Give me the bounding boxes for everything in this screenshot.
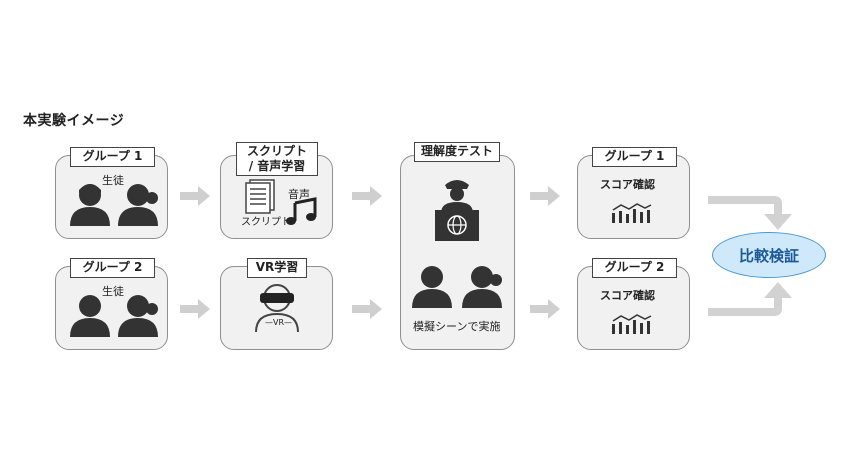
result1-box	[577, 155, 690, 239]
arrow-right-icon	[352, 186, 382, 206]
group1-label: グループ 1	[70, 147, 155, 167]
script-audio-label-line1: スクリプト	[246, 144, 307, 158]
student-female-icon	[118, 295, 158, 337]
student-female-icon	[462, 266, 502, 308]
vr-label: VR学習	[247, 258, 307, 278]
music-note-icon	[286, 197, 317, 225]
group2-label: グループ 2	[70, 258, 155, 278]
student-male-icon	[70, 295, 110, 337]
script-audio-label: スクリプト / 音声学習	[236, 142, 318, 176]
bar-chart-icon	[612, 203, 652, 223]
vr-goggle-text: —VR—	[265, 318, 293, 327]
result2-caption: スコア確認	[600, 289, 655, 302]
arrow-right-icon	[352, 299, 382, 319]
arrow-right-icon	[530, 299, 560, 319]
bent-arrow-down-icon	[708, 196, 792, 230]
group1-caption: 生徒	[102, 174, 124, 187]
script-audio-label-line2: / 音声学習	[248, 159, 306, 173]
test-box	[400, 155, 515, 350]
arrow-right-icon	[530, 186, 560, 206]
bent-arrow-up-icon	[708, 282, 792, 316]
result1-caption: スコア確認	[600, 178, 655, 191]
comparison-label: 比較検証	[738, 246, 799, 265]
examiner-podium-icon	[435, 180, 479, 241]
student-male-icon	[70, 184, 110, 226]
result2-box	[577, 266, 690, 350]
arrow-right-icon	[180, 186, 210, 206]
test-label: 理解度テスト	[414, 142, 500, 162]
vr-box	[220, 266, 333, 350]
result1-label: グループ 1	[592, 147, 677, 167]
script-caption: スクリプト	[241, 217, 291, 228]
vr-headset-user-icon	[255, 284, 299, 333]
comparison-ellipse: 比較検証	[712, 232, 826, 278]
arrow-right-icon	[180, 299, 210, 319]
group2-caption: 生徒	[102, 285, 124, 298]
result2-label: グループ 2	[592, 258, 677, 278]
diagram-title: 本実験イメージ	[23, 113, 125, 129]
document-icon	[245, 179, 275, 214]
audio-caption: 音声	[288, 188, 310, 201]
student-male-icon	[412, 266, 452, 308]
student-female-icon	[118, 184, 158, 226]
test-caption: 模擬シーンで実施	[413, 320, 501, 333]
bar-chart-icon	[612, 314, 652, 334]
